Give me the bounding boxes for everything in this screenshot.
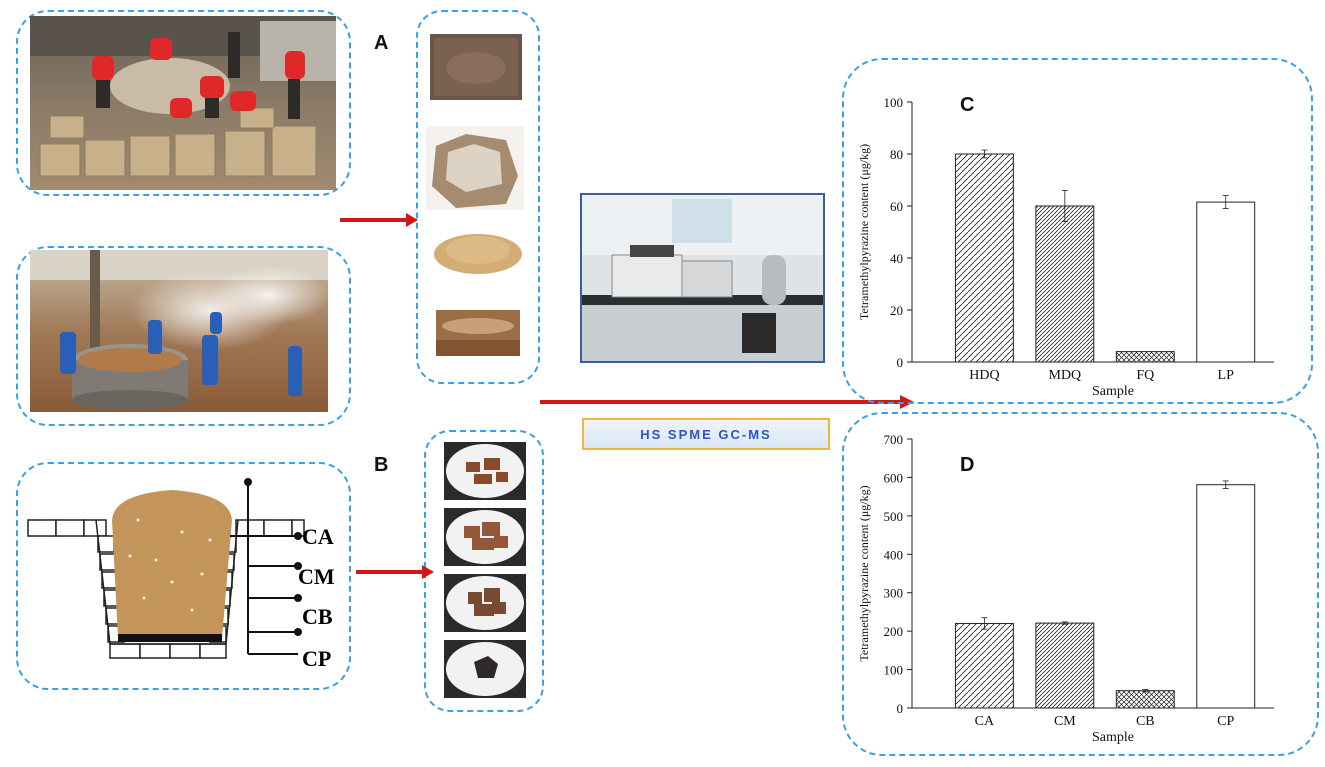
bar-hdq	[954, 153, 1014, 363]
arrow-schematic-to-samples-b	[356, 565, 434, 579]
arrow-photo-to-samples-a	[340, 213, 418, 227]
position-label-cp: CP	[302, 646, 332, 671]
y-tick-label: 500	[884, 509, 904, 524]
bar-mdq	[1035, 205, 1095, 363]
x-axis-label: Sample	[1092, 730, 1134, 745]
x-tick-label-ca: CA	[975, 714, 995, 729]
position-label-ca: CA	[302, 524, 334, 549]
x-tick-label-lp: LP	[1218, 368, 1235, 383]
y-tick-label: 20	[890, 303, 903, 318]
photo-steaming-workers	[30, 250, 328, 412]
sample-image-daqu-surface	[430, 34, 522, 100]
y-tick-label: 200	[884, 624, 904, 639]
bar-cb	[1115, 690, 1175, 709]
x-tick-label-fq: FQ	[1136, 368, 1154, 383]
y-tick-label: 100	[884, 95, 904, 110]
sample-plate-cb	[444, 574, 526, 632]
x-tick-label-mdq: MDQ	[1049, 368, 1082, 383]
y-tick-label: 600	[884, 470, 904, 485]
x-axis-label: Sample	[1092, 384, 1134, 399]
position-label-cb: CB	[302, 604, 333, 629]
x-tick-label-cp: CP	[1217, 714, 1234, 729]
y-tick-label: 300	[884, 586, 904, 601]
chart-frame-c	[842, 58, 1313, 404]
photo-daqu-workers	[30, 16, 336, 190]
schematic-frame-pit	[16, 462, 351, 690]
method-label-text: HS SPME GC-MS	[640, 426, 772, 442]
sample-plate-ca	[444, 442, 526, 500]
y-tick-label: 400	[884, 547, 904, 562]
x-tick-label-cm: CM	[1054, 714, 1076, 729]
panel-label-d: D	[960, 454, 975, 476]
y-tick-label: 700	[884, 432, 904, 447]
chart-frame-d	[842, 412, 1319, 756]
x-tick-label-hdq: HDQ	[969, 368, 999, 383]
position-label-cm: CM	[298, 564, 335, 589]
y-tick-label: 0	[897, 701, 904, 716]
x-tick-label-cb: CB	[1136, 714, 1155, 729]
sample-image-daqu-powder	[432, 224, 524, 276]
bar-cm	[1035, 622, 1095, 709]
photo-frame-steaming-workers	[16, 246, 351, 426]
sample-plate-cp	[444, 640, 526, 698]
sample-image-daqu-block	[426, 126, 524, 210]
y-tick-label: 100	[884, 663, 904, 678]
panel-label-c: C	[960, 94, 975, 116]
bar-cp	[1196, 484, 1256, 709]
sample-plate-cm	[444, 508, 526, 566]
y-tick-label: 60	[890, 199, 903, 214]
bar-ca	[954, 622, 1014, 709]
schematic-fermentation-pit	[27, 478, 305, 659]
method-label-box: HS SPME GC-MS	[582, 418, 830, 450]
samples-frame-daqu	[416, 10, 540, 384]
bar-lp	[1196, 201, 1256, 363]
sample-image-daqu-fermented	[436, 310, 520, 356]
y-tick-label: 40	[890, 251, 903, 266]
y-tick-label: 0	[897, 355, 904, 370]
photo-gcms-instrument	[580, 193, 825, 363]
y-tick-label: 80	[890, 147, 903, 162]
y-axis-label: Tetramethylpyrazine content (μg/kg)	[857, 485, 871, 661]
photo-frame-daqu-workers	[16, 10, 351, 196]
bar-fq	[1115, 351, 1175, 363]
panel-label-b: B	[374, 454, 389, 476]
y-axis-label: Tetramethylpyrazine content (μg/kg)	[857, 144, 871, 320]
panel-label-a: A	[374, 32, 389, 54]
